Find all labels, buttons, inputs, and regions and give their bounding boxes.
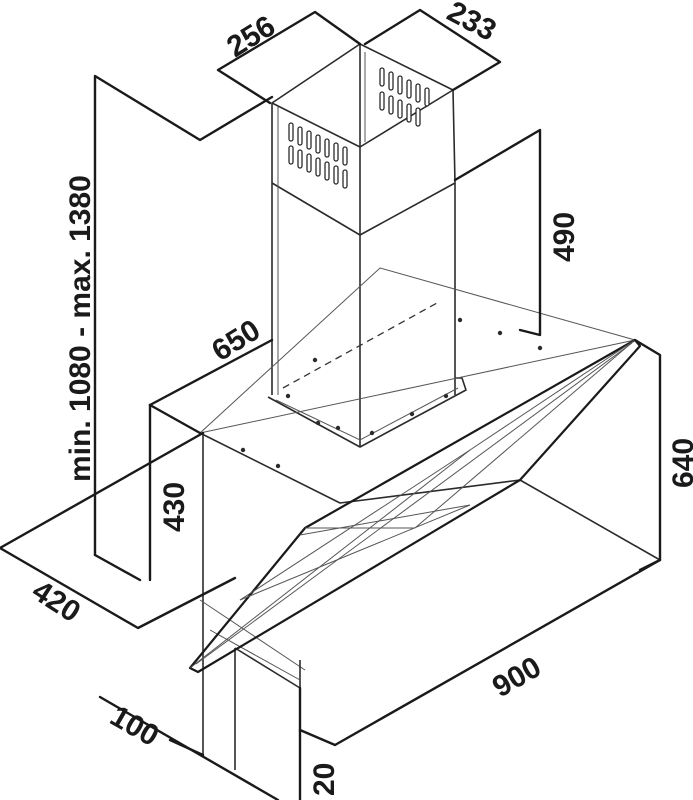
label-duct-width: 256 [221,9,281,64]
label-canopy-depth: 650 [206,313,266,368]
label-front-offset: 100 [105,699,165,753]
label-duct-depth: 233 [442,0,502,48]
mounting-screws [240,317,543,469]
chimney-duct [267,43,467,448]
vent-slots-right [379,67,430,127]
label-glass-height: 640 [667,438,693,488]
label-hood-width: 900 [487,650,547,704]
label-duct-height: 490 [548,212,581,262]
label-bottom-thickness: 20 [308,763,341,796]
label-overall-height: min. 1080 - max. 1380 [64,175,97,482]
glass-panel [188,338,642,674]
dimension-lines [0,8,662,800]
label-glass-depth: 420 [26,574,86,629]
canopy-body [199,267,661,770]
vent-slots-left [288,122,348,189]
label-body-height: 430 [158,482,191,532]
